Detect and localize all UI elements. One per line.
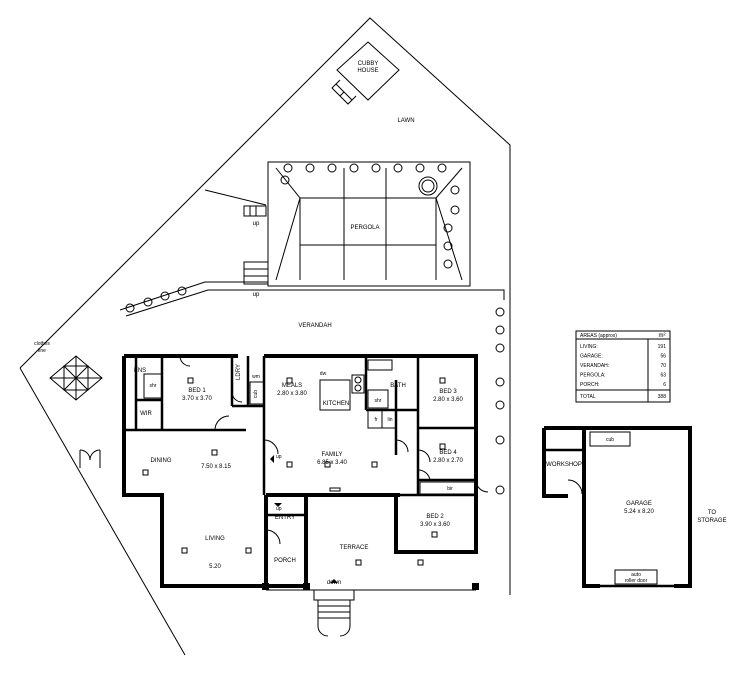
porch-label: PORCH bbox=[274, 558, 296, 564]
dining-label: DINING bbox=[151, 458, 172, 464]
family-up-label: up bbox=[276, 454, 282, 460]
pergola-label: PERGOLA bbox=[350, 225, 379, 231]
meals-label: MEALS bbox=[282, 383, 302, 389]
wir-label: WIR bbox=[140, 411, 152, 417]
garage-walls bbox=[542, 426, 692, 588]
bath-shower-label: shr bbox=[375, 398, 382, 404]
house-walls bbox=[122, 354, 478, 588]
areas-total-label: TOTAL bbox=[580, 394, 596, 400]
areas-row-value: 56 bbox=[660, 354, 666, 360]
living-width: 5.20 bbox=[209, 564, 221, 570]
pergola bbox=[267, 161, 471, 287]
terrace-posts bbox=[262, 583, 479, 590]
interior-walls bbox=[124, 356, 476, 517]
areas-heading: AREAS (approx) bbox=[580, 333, 617, 339]
clothes-line-label: clothes bbox=[34, 341, 50, 347]
up-label-2: up bbox=[253, 292, 260, 298]
arrows bbox=[270, 455, 338, 583]
garage-cupboard-label: cub bbox=[606, 437, 614, 443]
bed3-label: BED 3 bbox=[439, 389, 457, 395]
doors bbox=[179, 355, 583, 545]
roller-door-label: auto bbox=[631, 572, 641, 578]
bath-label: BATH bbox=[390, 383, 406, 389]
front-steps bbox=[266, 589, 476, 637]
bed1-label: BED 1 bbox=[188, 388, 206, 394]
terrace-label: TERRACE bbox=[340, 545, 369, 551]
areas-row-value: 6 bbox=[663, 382, 666, 388]
cubby-house-label: CUBBY bbox=[358, 61, 379, 67]
areas-unit: m² bbox=[659, 333, 666, 339]
up-label-1: up bbox=[253, 221, 260, 227]
kitchen-label: KITCHEN bbox=[323, 401, 349, 407]
areas-row-label: PORCH: bbox=[580, 382, 599, 388]
property-boundary bbox=[19, 17, 511, 656]
garage-inner bbox=[544, 448, 674, 588]
down-label: down bbox=[327, 580, 341, 586]
areas-total-value: 388 bbox=[658, 394, 667, 400]
bed2-label: BED 2 bbox=[426, 514, 444, 520]
bed1-size: 3.70 x 3.70 bbox=[182, 396, 212, 402]
lawn-steps bbox=[119, 189, 505, 317]
linen-label: lin bbox=[387, 417, 392, 423]
lawn-label: LAWN bbox=[397, 118, 414, 124]
cubby-house-label-2: HOUSE bbox=[357, 68, 378, 74]
entry-label: ENTRY bbox=[275, 515, 295, 521]
side-gate bbox=[79, 449, 101, 468]
laundry-cupboard-label: cub bbox=[253, 390, 259, 398]
bed3-size: 2.80 x 3.60 bbox=[433, 397, 463, 403]
to-storage-label: TO bbox=[708, 510, 717, 516]
clothes-line-label-2: line bbox=[38, 348, 46, 354]
dining-size: 7.50 x 8.15 bbox=[201, 464, 231, 470]
light-fittings bbox=[142, 377, 446, 566]
family-label: FAMILY bbox=[322, 452, 343, 458]
garage-size: 5.24 x 8.20 bbox=[624, 509, 654, 515]
areas-row-label: GARAGE: bbox=[580, 354, 603, 360]
meals-size: 2.80 x 3.80 bbox=[277, 391, 307, 397]
areas-row-label: VERANDAH: bbox=[580, 363, 609, 369]
entry-up-label: up bbox=[276, 506, 282, 512]
family-size: 6.85 x 3.40 bbox=[317, 460, 347, 466]
areas-row-value: 70 bbox=[660, 363, 666, 369]
washing-machine-label: wm bbox=[252, 374, 260, 380]
areas-row-value: 191 bbox=[658, 344, 667, 350]
areas-row-value: 63 bbox=[660, 373, 666, 379]
pergola-plants bbox=[280, 163, 460, 269]
fixtures bbox=[143, 359, 658, 585]
ens-shower-label: shr bbox=[150, 383, 157, 389]
areas-row-label: PERGOLA: bbox=[580, 373, 606, 379]
bed4-label: BED 4 bbox=[439, 450, 457, 456]
fridge-label: fr bbox=[374, 417, 377, 423]
verandah-label: VERANDAH bbox=[298, 323, 331, 329]
areas-row-label: LIVING: bbox=[580, 344, 598, 350]
ens-label: ENS bbox=[134, 368, 146, 374]
built-in-robe-label: bir bbox=[447, 486, 453, 492]
areas-table bbox=[575, 330, 671, 403]
garage-label: GARAGE bbox=[626, 501, 652, 507]
roller-door-label-2: roller door bbox=[625, 578, 648, 584]
to-storage-label-2: STORAGE bbox=[697, 518, 726, 524]
laundry-label: LDRY bbox=[236, 364, 242, 380]
dishwasher-label: dw bbox=[320, 371, 327, 377]
bed2-size: 3.90 x 3.60 bbox=[420, 522, 450, 528]
hedge-plants bbox=[125, 286, 505, 495]
workshop-label: WORKSHOP bbox=[546, 462, 582, 468]
living-label: LIVING bbox=[205, 536, 225, 542]
bed4-size: 2.80 x 2.70 bbox=[433, 458, 463, 464]
cubby-house bbox=[331, 41, 400, 105]
clothes-line bbox=[49, 355, 103, 401]
